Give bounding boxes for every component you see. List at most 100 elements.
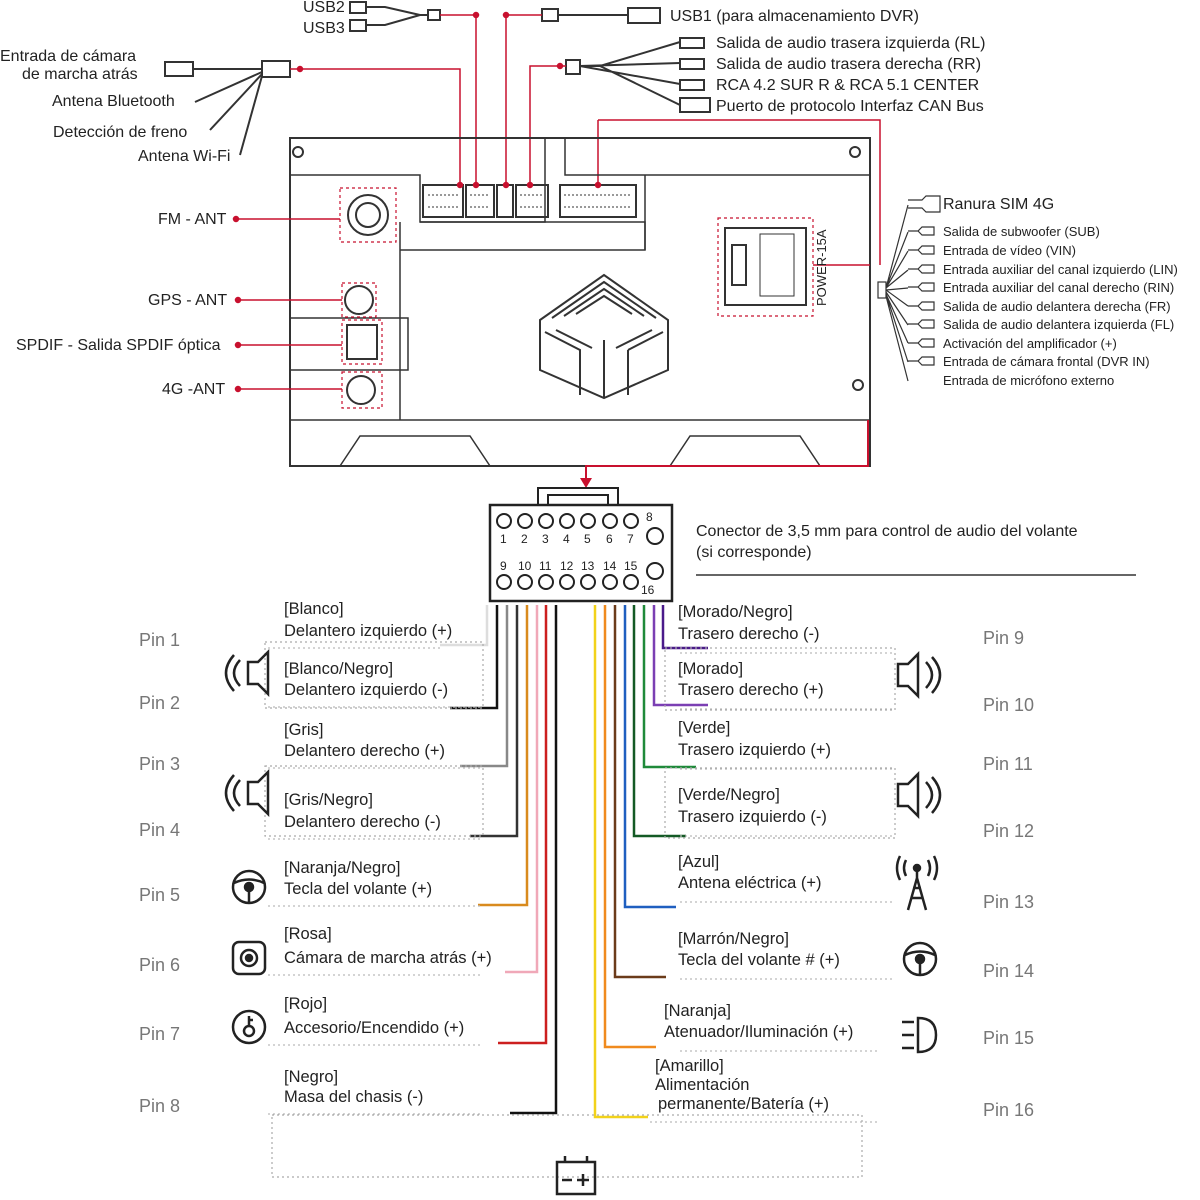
pin-number-label: Pin 3 bbox=[139, 754, 180, 774]
rca-jack-icon bbox=[908, 356, 935, 366]
sim-slot-icon bbox=[908, 195, 941, 213]
pin-hole bbox=[580, 574, 596, 590]
connector-block-can bbox=[559, 184, 637, 218]
pin-number-label: Pin 2 bbox=[139, 693, 180, 713]
wire-function-label: Trasero izquierdo (-) bbox=[678, 808, 827, 826]
speaker-rear-left-icon bbox=[896, 770, 942, 820]
top-cables bbox=[164, 1, 881, 265]
rca-label: RCA 4.2 SUR R & RCA 5.1 CENTER bbox=[716, 77, 979, 94]
pin-number: 14 bbox=[603, 559, 617, 573]
right-port-label: Salida de subwoofer (SUB) bbox=[943, 224, 1100, 239]
cooling-fan-grille-icon bbox=[539, 273, 669, 400]
pin-number: 13 bbox=[581, 559, 595, 573]
rca-jack-icon bbox=[908, 226, 935, 236]
wire-color-label: [Negro] bbox=[284, 1068, 338, 1086]
right-port-label: Ranura SIM 4G bbox=[943, 196, 1054, 213]
wire-function-label: Trasero derecho (+) bbox=[678, 681, 824, 699]
wire-function-label: Atenuador/Iluminación (+) bbox=[664, 1023, 853, 1041]
rca-jack-icon bbox=[908, 245, 935, 255]
rca-rr-plug-icon bbox=[679, 58, 705, 70]
right-port-label: Entrada auxiliar del canal izquierdo (LI… bbox=[943, 262, 1178, 277]
speaker-front-left-icon bbox=[224, 648, 270, 698]
wire-pin-2 bbox=[450, 605, 499, 710]
wire-function-label: Cámara de marcha atrás (+) bbox=[284, 949, 492, 967]
pin-hole bbox=[623, 513, 639, 529]
right-port-label: Salida de audio delantera derecha (FR) bbox=[943, 299, 1171, 314]
pin-number: 9 bbox=[500, 559, 507, 573]
headlight-icon bbox=[902, 1016, 938, 1054]
pin-hole bbox=[580, 513, 596, 529]
right-port-label: Activación del amplificador (+) bbox=[943, 336, 1117, 351]
group-boxes bbox=[264, 641, 896, 1178]
canbus-plug-icon bbox=[679, 97, 711, 113]
4g-antenna-port-icon bbox=[346, 375, 376, 405]
rca-rl-plug-icon bbox=[679, 37, 705, 49]
wire-function-label: Alimentación bbox=[655, 1076, 749, 1094]
pin-hole bbox=[602, 574, 618, 590]
wire-pin-4 bbox=[470, 605, 519, 838]
connector-note-2: (si corresponde) bbox=[696, 544, 812, 561]
head-unit bbox=[289, 137, 871, 467]
wire-function-label: Masa del chasis (-) bbox=[284, 1088, 423, 1106]
pin-hole bbox=[538, 513, 554, 529]
wire-pin-11 bbox=[642, 605, 696, 769]
antenna-tower-icon bbox=[895, 855, 939, 911]
wire-pin-1 bbox=[440, 605, 489, 647]
pin-number-label: Pin 14 bbox=[983, 961, 1034, 981]
steering-wheel-icon bbox=[231, 869, 267, 905]
wire-color-label: [Verde/Negro] bbox=[678, 786, 780, 804]
pin-number-label: Pin 8 bbox=[139, 1096, 180, 1116]
wifi-label: Antena Wi-Fi bbox=[138, 148, 230, 165]
gps-antenna-port-icon bbox=[344, 285, 374, 315]
usb1-label: USB1 (para almacenamiento DVR) bbox=[670, 8, 919, 25]
usb3-plug-icon bbox=[349, 19, 367, 32]
pin-number: 8 bbox=[646, 510, 653, 524]
rca-jack-icon bbox=[908, 282, 935, 292]
pin-number-label: Pin 5 bbox=[139, 885, 180, 905]
pin-number: 12 bbox=[560, 559, 574, 573]
wire-function-label: Delantero derecho (-) bbox=[284, 813, 441, 831]
power-label: POWER-15A bbox=[814, 229, 829, 306]
rca-sur-plug-icon bbox=[679, 79, 705, 91]
wire-function-label: permanente/Batería (+) bbox=[658, 1095, 829, 1113]
power-arrow bbox=[580, 420, 869, 488]
wire-function-label: Trasero izquierdo (+) bbox=[678, 741, 831, 759]
wire-color-label: [Gris/Negro] bbox=[284, 791, 373, 809]
pin-number: 10 bbox=[518, 559, 532, 573]
speaker-rear-right-icon bbox=[896, 650, 942, 700]
right-port-label: Entrada auxiliar del canal derecho (RIN) bbox=[943, 280, 1174, 295]
wire-color-label: [Blanco] bbox=[284, 600, 344, 618]
pin-number: 7 bbox=[627, 532, 634, 546]
wire-color-label: [Azul] bbox=[678, 853, 719, 871]
wire-function-label: Antena eléctrica (+) bbox=[678, 874, 822, 892]
power-connector-icon bbox=[724, 227, 807, 306]
wire-pin-8 bbox=[510, 605, 558, 1115]
spdif-port-icon bbox=[346, 324, 378, 360]
rl-label: Salida de audio trasera izquierda (RL) bbox=[716, 35, 985, 52]
pin-hole bbox=[559, 574, 575, 590]
wire-color-label: [Verde] bbox=[678, 719, 730, 737]
usb3-label: USB3 bbox=[303, 20, 345, 37]
pin-number: 2 bbox=[521, 532, 528, 546]
pin-hole bbox=[517, 513, 533, 529]
wire-pin-14 bbox=[613, 605, 666, 979]
right-port-label: Entrada de micrófono externo bbox=[943, 373, 1114, 388]
wire-function-label: Delantero derecho (+) bbox=[284, 742, 445, 760]
wire-pin-7 bbox=[498, 605, 548, 1045]
rear-cam-label-1: Entrada de cámara bbox=[0, 48, 136, 65]
pin-hole bbox=[646, 562, 664, 580]
wires bbox=[440, 605, 708, 1119]
iso-connector bbox=[488, 487, 674, 603]
wire-function-label: Trasero derecho (-) bbox=[678, 625, 820, 643]
rca-jack-icon bbox=[908, 338, 935, 348]
ignition-key-icon bbox=[231, 1009, 267, 1045]
bluetooth-label: Antena Bluetooth bbox=[52, 93, 175, 110]
steering-wheel-2-icon bbox=[902, 941, 938, 977]
pin-hole bbox=[496, 513, 512, 529]
canbus-label: Puerto de protocolo Interfaz CAN Bus bbox=[716, 98, 984, 115]
pin-number-label: Pin 15 bbox=[983, 1028, 1034, 1048]
pin-hole bbox=[517, 574, 533, 590]
pin-number-label: Pin 9 bbox=[983, 628, 1024, 648]
wire-color-label: [Morado] bbox=[678, 660, 743, 678]
